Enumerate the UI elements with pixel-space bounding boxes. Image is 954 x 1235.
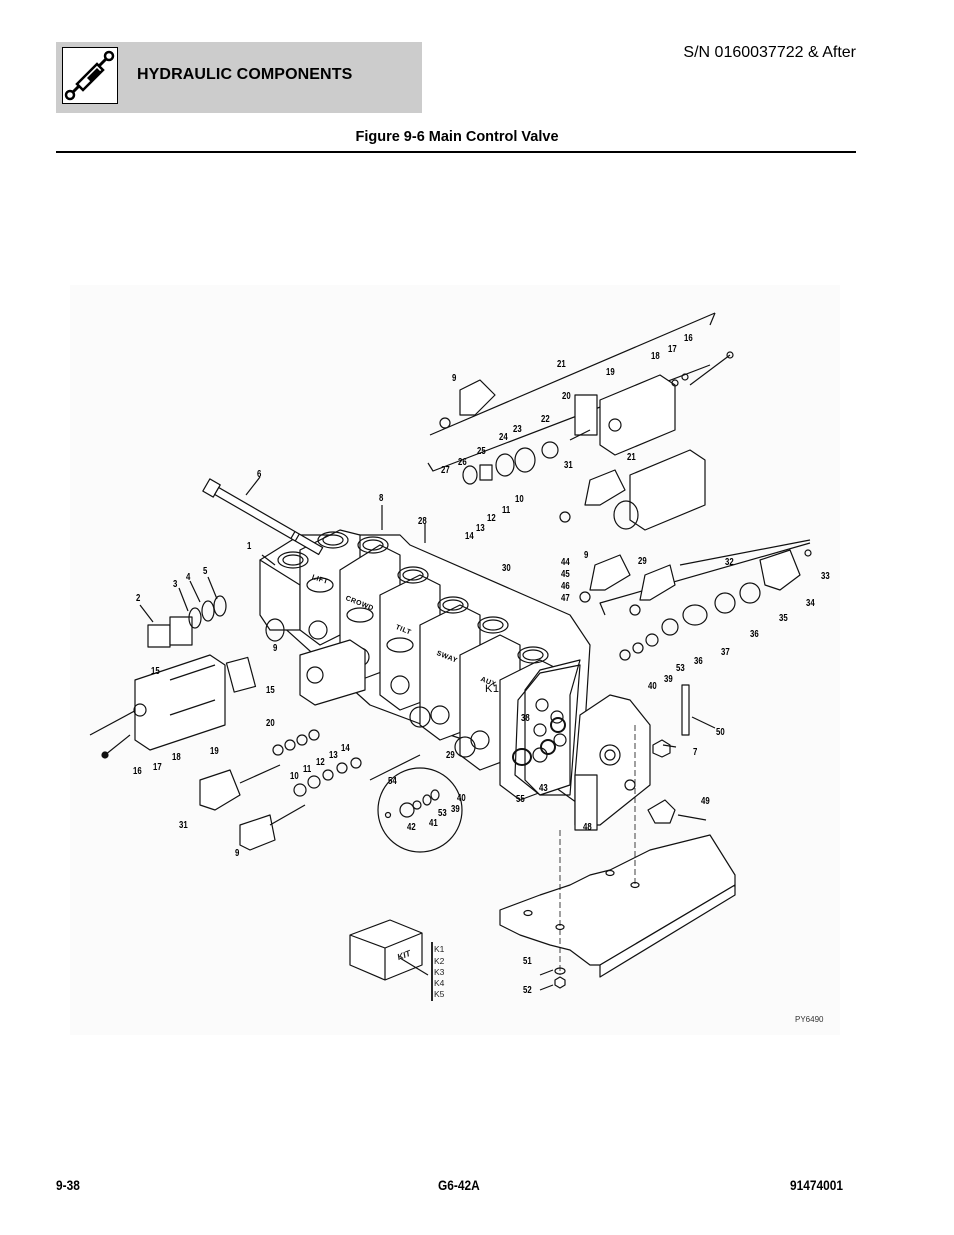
callout: 8 <box>379 493 384 504</box>
callout: 32 <box>725 557 734 568</box>
callout: 28 <box>418 516 427 527</box>
callout: 2 <box>136 593 141 604</box>
serial-number-range: S/N 0160037722 & After <box>683 44 856 61</box>
callout: 3 <box>173 579 178 590</box>
callout: 11 <box>502 505 511 516</box>
callout: 13 <box>329 750 338 761</box>
exploded-view-diagram <box>70 285 840 1035</box>
callout: 14 <box>341 743 350 754</box>
callout: 20 <box>562 391 571 402</box>
callout: 15 <box>151 666 160 677</box>
callout: 17 <box>668 344 677 355</box>
callout: 39 <box>664 674 673 685</box>
kit-item: K3 <box>434 967 445 977</box>
hydraulic-cylinder-icon <box>62 47 118 104</box>
callout: 24 <box>499 432 508 443</box>
callout: 6 <box>257 469 262 480</box>
callout: 13 <box>476 523 485 534</box>
callout: 47 <box>561 593 570 604</box>
kit-item: K2 <box>434 956 445 966</box>
valve-section-label-k1: K1 <box>485 683 500 695</box>
callout: 18 <box>172 752 181 763</box>
callout: 18 <box>651 351 660 362</box>
callout: 45 <box>561 569 570 580</box>
callout: 48 <box>583 822 592 833</box>
callout: 37 <box>721 647 730 658</box>
callout: 1 <box>247 541 252 552</box>
callout: 9 <box>235 848 240 859</box>
callout: 20 <box>266 718 275 729</box>
callout: 52 <box>523 985 532 996</box>
callout: 25 <box>477 446 486 457</box>
callout: 42 <box>407 822 416 833</box>
callout: 9 <box>584 550 589 561</box>
callout: 40 <box>457 793 466 804</box>
header-divider <box>56 151 856 153</box>
callout: 35 <box>779 613 788 624</box>
callout: 5 <box>203 566 208 577</box>
callout: 49 <box>701 796 710 807</box>
callout: 40 <box>648 681 657 692</box>
drawing-id: PY6490 <box>795 1015 824 1024</box>
callout: 21 <box>627 452 636 463</box>
callout: 10 <box>515 494 524 505</box>
callout: 41 <box>429 818 438 829</box>
callout: 14 <box>465 531 474 542</box>
callout: 29 <box>446 750 455 761</box>
callout: 16 <box>133 766 142 777</box>
callout: 19 <box>606 367 615 378</box>
callout: 11 <box>303 764 312 775</box>
callout: 36 <box>750 629 759 640</box>
callout: 19 <box>210 746 219 757</box>
kit-item: K4 <box>434 978 445 988</box>
callout: 17 <box>153 762 162 773</box>
callout: 53 <box>438 808 447 819</box>
manual-number: 91474001 <box>790 1177 843 1193</box>
callout: 34 <box>806 598 815 609</box>
callout: 53 <box>676 663 685 674</box>
callout: 51 <box>523 956 532 967</box>
callout: 16 <box>684 333 693 344</box>
kit-item: K1 <box>434 944 445 954</box>
callout: 30 <box>502 563 511 574</box>
callout: 36 <box>694 656 703 667</box>
callout: 27 <box>441 465 450 476</box>
callout: 55 <box>516 794 525 805</box>
callout: 43 <box>539 783 548 794</box>
callout: 7 <box>693 747 698 758</box>
callout: 33 <box>821 571 830 582</box>
page-number: 9-38 <box>56 1177 80 1193</box>
figure-title: Figure 9-6 Main Control Valve <box>355 129 559 145</box>
callout: 31 <box>564 460 573 471</box>
model-number: G6-42A <box>438 1177 480 1193</box>
callout: 12 <box>316 757 325 768</box>
callout: 29 <box>638 556 647 567</box>
callout: 46 <box>561 581 570 592</box>
callout: 23 <box>513 424 522 435</box>
callout: 12 <box>487 513 496 524</box>
callout: 9 <box>273 643 278 654</box>
section-title: HYDRAULIC COMPONENTS <box>137 66 353 83</box>
callout: 50 <box>716 727 725 738</box>
callout: 10 <box>290 771 299 782</box>
callout: 38 <box>521 713 530 724</box>
callout: 54 <box>388 776 397 787</box>
callout: 22 <box>541 414 550 425</box>
callout: 21 <box>557 359 566 370</box>
callout: 9 <box>452 373 457 384</box>
callout: 26 <box>458 457 467 468</box>
callout: 39 <box>451 804 460 815</box>
kit-item: K5 <box>434 989 445 999</box>
callout: 31 <box>179 820 188 831</box>
callout: 44 <box>561 557 570 568</box>
callout: 4 <box>186 572 191 583</box>
callout: 15 <box>266 685 275 696</box>
